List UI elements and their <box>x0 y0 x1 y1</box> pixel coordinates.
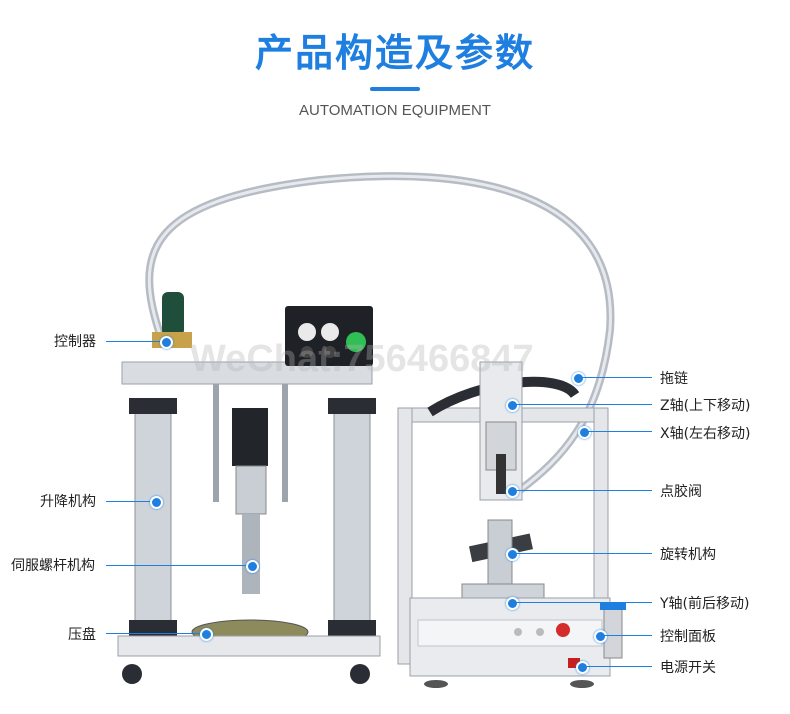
marker-y-axis <box>506 597 519 610</box>
label-z-axis: Z轴(上下移动) <box>660 398 751 414</box>
leader-control-panel <box>602 635 652 636</box>
marker-lift <box>150 496 163 509</box>
leader-y-axis <box>514 602 652 603</box>
leader-press-plate <box>106 633 202 634</box>
title-underline <box>370 87 420 91</box>
marker-z-axis <box>506 399 519 412</box>
marker-control-panel <box>594 630 607 643</box>
leader-z-axis <box>514 404 652 405</box>
marker-servo-screw <box>246 560 259 573</box>
leader-x-axis <box>586 431 652 432</box>
watermark-text: WeChat:756466847 <box>190 338 534 380</box>
label-controller: 控制器 <box>54 334 96 350</box>
label-y-axis: Y轴(前后移动) <box>660 596 750 612</box>
marker-power-switch <box>576 661 589 674</box>
marker-rotation <box>506 548 519 561</box>
leader-rotation <box>514 553 652 554</box>
label-control-panel: 控制面板 <box>660 629 716 645</box>
label-rotation: 旋转机构 <box>660 547 716 563</box>
leader-controller <box>106 341 164 342</box>
marker-x-axis <box>578 426 591 439</box>
leader-servo-screw <box>106 565 248 566</box>
marker-dispense-valve <box>506 485 519 498</box>
label-servo-screw: 伺服螺杆机构 <box>11 558 95 574</box>
label-dispense-valve: 点胶阀 <box>660 484 702 500</box>
leader-drag-chain <box>580 377 652 378</box>
label-lift: 升降机构 <box>40 494 96 510</box>
leader-power-switch <box>584 666 652 667</box>
marker-controller <box>160 336 173 349</box>
marker-drag-chain <box>572 372 585 385</box>
leader-lift <box>106 501 154 502</box>
marker-press-plate <box>200 628 213 641</box>
leader-dispense-valve <box>514 490 652 491</box>
label-press-plate: 压盘 <box>68 627 96 643</box>
label-x-axis: X轴(左右移动) <box>660 426 751 442</box>
label-power-switch: 电源开关 <box>660 660 716 676</box>
page-subtitle: AUTOMATION EQUIPMENT <box>299 102 491 119</box>
label-drag-chain: 拖链 <box>660 371 688 387</box>
page-title: 产品构造及参数 <box>254 31 535 75</box>
